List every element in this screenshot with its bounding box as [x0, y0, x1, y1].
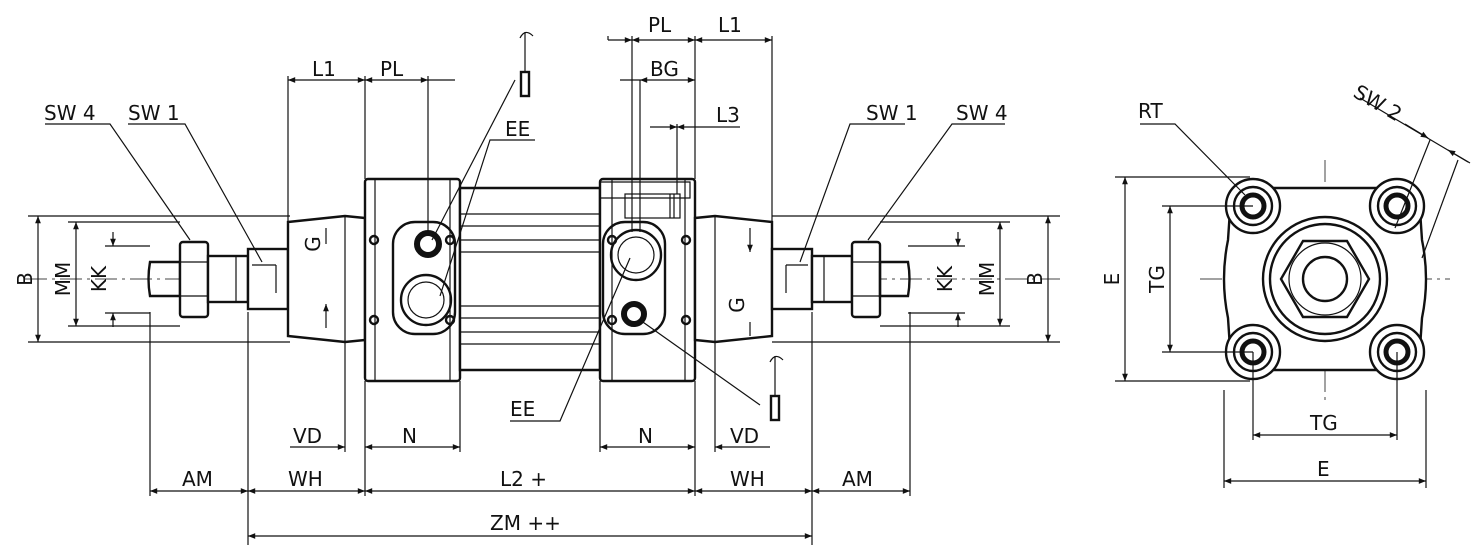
- dim-label-l1: L1: [312, 57, 336, 81]
- screwdriver-icon: [769, 355, 784, 422]
- dim-label-sw4: SW 4: [956, 101, 1008, 125]
- left-rod-end: [147, 240, 290, 319]
- cylinder-end-view: [1200, 160, 1450, 400]
- dim-label-n: N: [402, 424, 417, 448]
- end-view-dimensions: [1115, 97, 1471, 488]
- dim-label-n: N: [638, 424, 653, 448]
- dim-label-am: AM: [182, 467, 213, 491]
- dim-label-ee: EE: [510, 397, 535, 421]
- dim-label-rt: RT: [1138, 99, 1163, 123]
- dim-label-sw1: SW 1: [128, 101, 180, 125]
- port-screw-icon: [621, 301, 647, 327]
- screwdriver-icon: [519, 31, 534, 98]
- dim-label-sw1: SW 1: [866, 101, 918, 125]
- dim-label-pl: PL: [648, 13, 672, 37]
- dim-label-l1: L1: [718, 13, 742, 37]
- cylinder-side-view: [25, 31, 1060, 422]
- right-end-cap: [693, 214, 774, 344]
- dim-label-bg: BG: [650, 57, 679, 81]
- barrel: [458, 186, 602, 372]
- dim-label-g: G: [301, 236, 325, 252]
- dim-label-vd: VD: [293, 424, 322, 448]
- dim-label-b: B: [13, 272, 37, 286]
- port-screw-icon: [414, 230, 442, 258]
- dim-label-tg: TG: [1145, 265, 1169, 294]
- hex-nut-icon: [1279, 239, 1371, 319]
- dim-label-pl: PL: [380, 57, 404, 81]
- dim-label-mm: MM: [975, 262, 999, 297]
- dim-label-b: B: [1023, 272, 1047, 286]
- dim-label-kk: KK: [933, 265, 957, 292]
- dim-label-sw2: SW 2: [1350, 80, 1407, 127]
- dim-label-l2: L2 +: [500, 467, 547, 491]
- dim-label-g: G: [725, 297, 749, 313]
- left-port-block: [363, 177, 462, 383]
- dim-label-kk: KK: [87, 265, 111, 292]
- dim-label-sw4: SW 4: [44, 101, 96, 125]
- dim-label-tg: TG: [1309, 411, 1338, 435]
- dim-label-e: E: [1317, 457, 1330, 481]
- dim-label-wh: WH: [730, 467, 765, 491]
- dim-label-zm: ZM ++: [490, 511, 561, 535]
- tie-rod-nut-icon: [1368, 177, 1426, 235]
- dim-label-am: AM: [842, 467, 873, 491]
- side-view-dimensions: [28, 36, 1060, 545]
- side-view-labels: L1 PL PL L1 BG L3 SW 4 SW 1 SW 1 SW 4 EE…: [13, 13, 1047, 535]
- dim-label-mm: MM: [51, 262, 75, 297]
- right-port-block: [598, 177, 697, 383]
- dim-label-vd: VD: [730, 424, 759, 448]
- dim-label-l3: L3: [716, 103, 740, 127]
- right-rod-end: [770, 240, 911, 319]
- dim-label-e: E: [1100, 273, 1124, 286]
- dim-label-wh: WH: [288, 467, 323, 491]
- dim-label-ee: EE: [505, 117, 530, 141]
